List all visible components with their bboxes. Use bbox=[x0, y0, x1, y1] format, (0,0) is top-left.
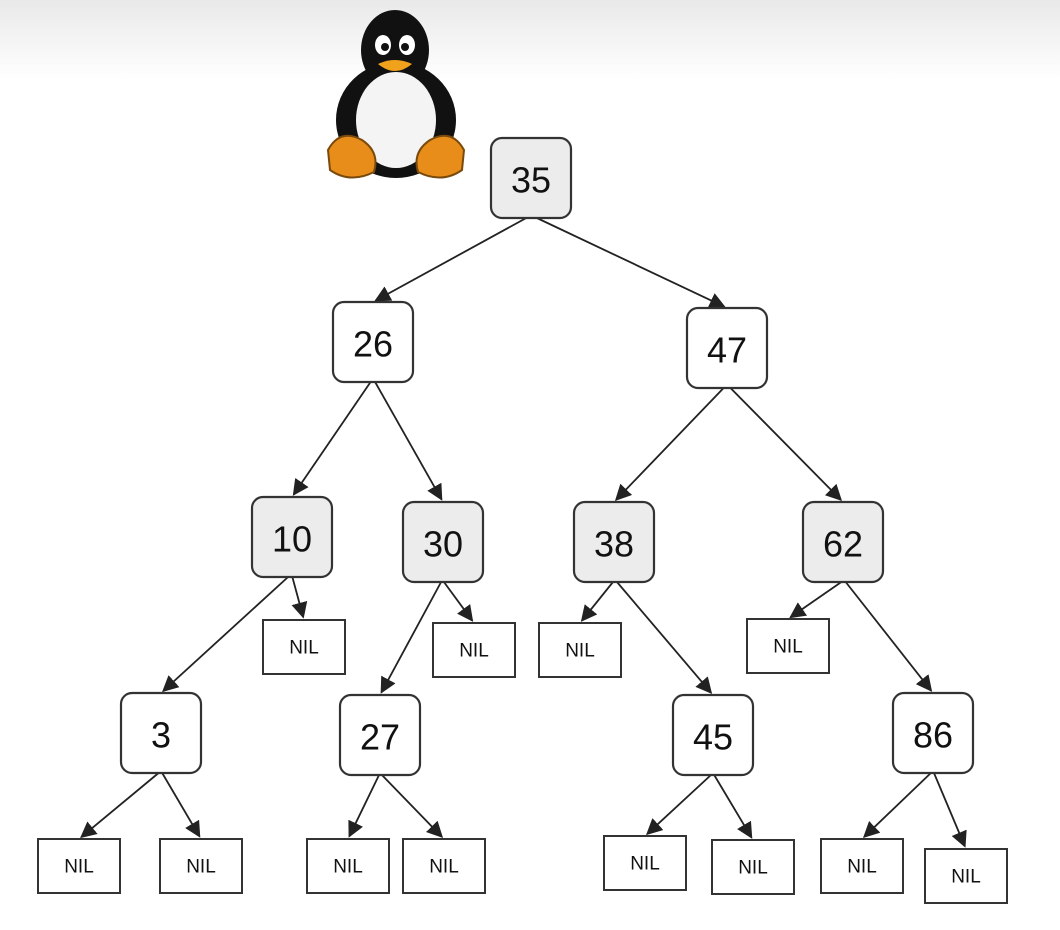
tree-node-62: 62 bbox=[801, 500, 885, 584]
nil-label: NIL bbox=[333, 857, 363, 878]
node-box bbox=[572, 500, 656, 584]
nil-label: NIL bbox=[429, 857, 459, 878]
edge-n27-nil7 bbox=[348, 774, 380, 838]
tree-node-38: 38 bbox=[572, 500, 656, 584]
nil-label: NIL bbox=[738, 858, 768, 879]
nil-leaf: NIL bbox=[37, 838, 121, 894]
node-label: 86 bbox=[913, 715, 953, 756]
node-box bbox=[401, 500, 485, 584]
node-box bbox=[489, 136, 573, 220]
node-box bbox=[331, 300, 415, 384]
edges-layer bbox=[80, 217, 967, 848]
edge-n62-nil4 bbox=[789, 581, 842, 619]
node-label: 10 bbox=[272, 519, 312, 560]
node-label: 35 bbox=[511, 160, 551, 201]
tree-node-86: 86 bbox=[891, 691, 975, 775]
top-fade bbox=[0, 0, 1060, 80]
nil-label: NIL bbox=[630, 854, 660, 875]
nil-label: NIL bbox=[773, 637, 803, 658]
node-box bbox=[801, 500, 885, 584]
edge-n62-n86 bbox=[844, 581, 933, 692]
tree-node-10: 10 bbox=[250, 495, 334, 579]
nil-leaf: NIL bbox=[432, 622, 516, 678]
tree-node-45: 45 bbox=[671, 693, 755, 777]
edge-n26-n30 bbox=[374, 381, 443, 501]
node-label: 3 bbox=[151, 715, 171, 756]
node-label: 26 bbox=[353, 324, 393, 365]
nil-leaf: NIL bbox=[402, 838, 486, 894]
tree-node-35: 35 bbox=[489, 136, 573, 220]
nil-box bbox=[820, 838, 904, 894]
nil-box bbox=[306, 838, 390, 894]
node-box bbox=[891, 691, 975, 775]
edge-n30-n27 bbox=[380, 581, 442, 694]
nil-label: NIL bbox=[847, 857, 877, 878]
nil-box bbox=[402, 838, 486, 894]
nil-box bbox=[159, 838, 243, 894]
edge-n47-n62 bbox=[729, 387, 843, 502]
edge-n3-nil6 bbox=[161, 772, 201, 838]
nil-leaf: NIL bbox=[820, 838, 904, 894]
nil-box bbox=[262, 619, 346, 675]
edge-n86-nil11 bbox=[862, 772, 932, 839]
edge-n35-n26 bbox=[374, 217, 527, 302]
nil-leaf: NIL bbox=[538, 622, 622, 678]
edge-n86-nil12 bbox=[933, 772, 967, 848]
node-box bbox=[338, 693, 422, 777]
nil-box bbox=[746, 618, 830, 674]
node-label: 45 bbox=[693, 717, 733, 758]
edge-n35-n47 bbox=[536, 217, 726, 308]
nil-leaf: NIL bbox=[603, 835, 687, 891]
edge-n27-nil8 bbox=[381, 774, 444, 839]
nil-leaf: NIL bbox=[746, 618, 830, 674]
nil-label: NIL bbox=[459, 641, 489, 662]
tree-node-47: 47 bbox=[685, 306, 769, 390]
nil-box bbox=[603, 835, 687, 891]
tux-penguin-icon bbox=[326, 10, 466, 179]
node-box bbox=[250, 495, 334, 579]
nil-label: NIL bbox=[951, 867, 981, 888]
nil-box bbox=[711, 839, 795, 895]
nil-leaf: NIL bbox=[924, 848, 1008, 904]
nil-label: NIL bbox=[565, 641, 595, 662]
nil-label: NIL bbox=[186, 857, 216, 878]
edge-n45-nil9 bbox=[646, 774, 712, 836]
nil-leaf: NIL bbox=[711, 839, 795, 895]
tree-node-30: 30 bbox=[401, 500, 485, 584]
edge-n38-nil3 bbox=[580, 581, 614, 622]
edge-n26-n10 bbox=[292, 381, 372, 496]
edge-n30-nil2 bbox=[443, 581, 474, 622]
edge-n3-nil5 bbox=[80, 772, 160, 839]
nil-box bbox=[37, 838, 121, 894]
node-label: 27 bbox=[360, 717, 400, 758]
nil-box bbox=[924, 848, 1008, 904]
tree-node-27: 27 bbox=[338, 693, 422, 777]
edge-n47-n38 bbox=[614, 387, 725, 502]
nil-leaf: NIL bbox=[306, 838, 390, 894]
node-label: 62 bbox=[823, 524, 863, 565]
nil-box bbox=[538, 622, 622, 678]
nil-label: NIL bbox=[64, 857, 94, 878]
nil-label: NIL bbox=[289, 638, 319, 659]
nil-leaf: NIL bbox=[262, 619, 346, 675]
edge-n45-nil10 bbox=[713, 774, 753, 839]
node-label: 47 bbox=[707, 330, 747, 371]
node-box bbox=[119, 691, 203, 775]
node-box bbox=[671, 693, 755, 777]
node-box bbox=[685, 306, 769, 390]
edge-n38-n45 bbox=[616, 581, 713, 694]
node-label: 30 bbox=[423, 524, 463, 565]
nil-leaf: NIL bbox=[159, 838, 243, 894]
edge-n10-nil1 bbox=[291, 576, 308, 619]
tree-node-3: 3 bbox=[119, 691, 203, 775]
node-label: 38 bbox=[594, 524, 634, 565]
tree-node-26: 26 bbox=[331, 300, 415, 384]
edge-n10-n3 bbox=[162, 576, 289, 693]
nil-box bbox=[432, 622, 516, 678]
